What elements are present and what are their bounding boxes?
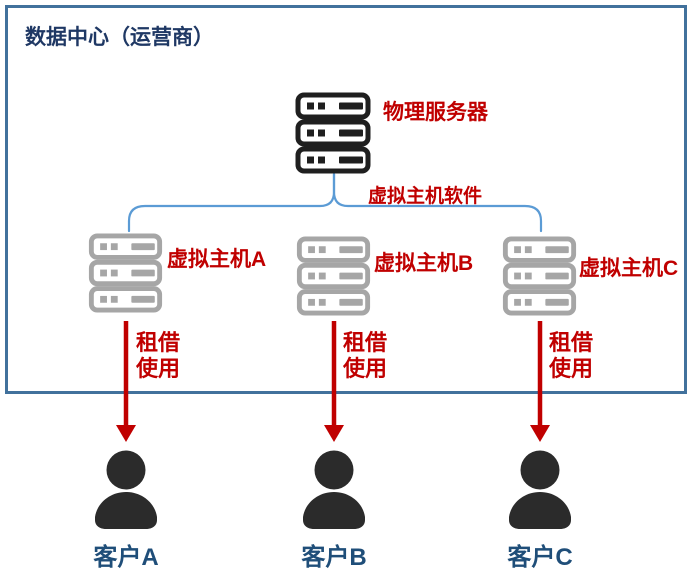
lease-use-label-b: 租借 使用	[343, 330, 387, 382]
lease-line1: 租借	[549, 330, 594, 355]
virtual-host-a-icon	[88, 233, 163, 313]
customer-a-person-icon	[90, 450, 162, 530]
physical-server-label: 物理服务器	[383, 101, 488, 124]
lease-use-label-c: 租借 使用	[549, 330, 593, 382]
virtual-host-b-label: 虚拟主机B	[374, 252, 474, 275]
virtual-host-c-icon	[502, 236, 577, 316]
virtual-host-b-icon	[296, 236, 371, 316]
customer-b-person-icon	[298, 450, 370, 530]
customer-b-label: 客户B	[301, 544, 367, 571]
virtual-host-c-label: 虚拟主机C	[579, 257, 679, 280]
customer-c-person-icon	[504, 450, 576, 530]
lease-line1: 租借	[343, 330, 388, 355]
lease-line2: 使用	[549, 356, 594, 381]
customer-c-label: 客户C	[507, 544, 573, 571]
customer-a-label: 客户A	[93, 544, 159, 571]
datacenter-title: 数据中心（运营商）	[25, 26, 214, 49]
lease-line2: 使用	[136, 356, 181, 381]
lease-use-label-a: 租借 使用	[136, 330, 180, 382]
virtual-host-a-label: 虚拟主机A	[167, 248, 267, 271]
hypervisor-software-label: 虚拟主机软件	[368, 186, 483, 207]
lease-line2: 使用	[343, 356, 388, 381]
datacenter-box	[5, 5, 687, 394]
physical-server-icon	[295, 92, 371, 174]
lease-line1: 租借	[136, 330, 181, 355]
